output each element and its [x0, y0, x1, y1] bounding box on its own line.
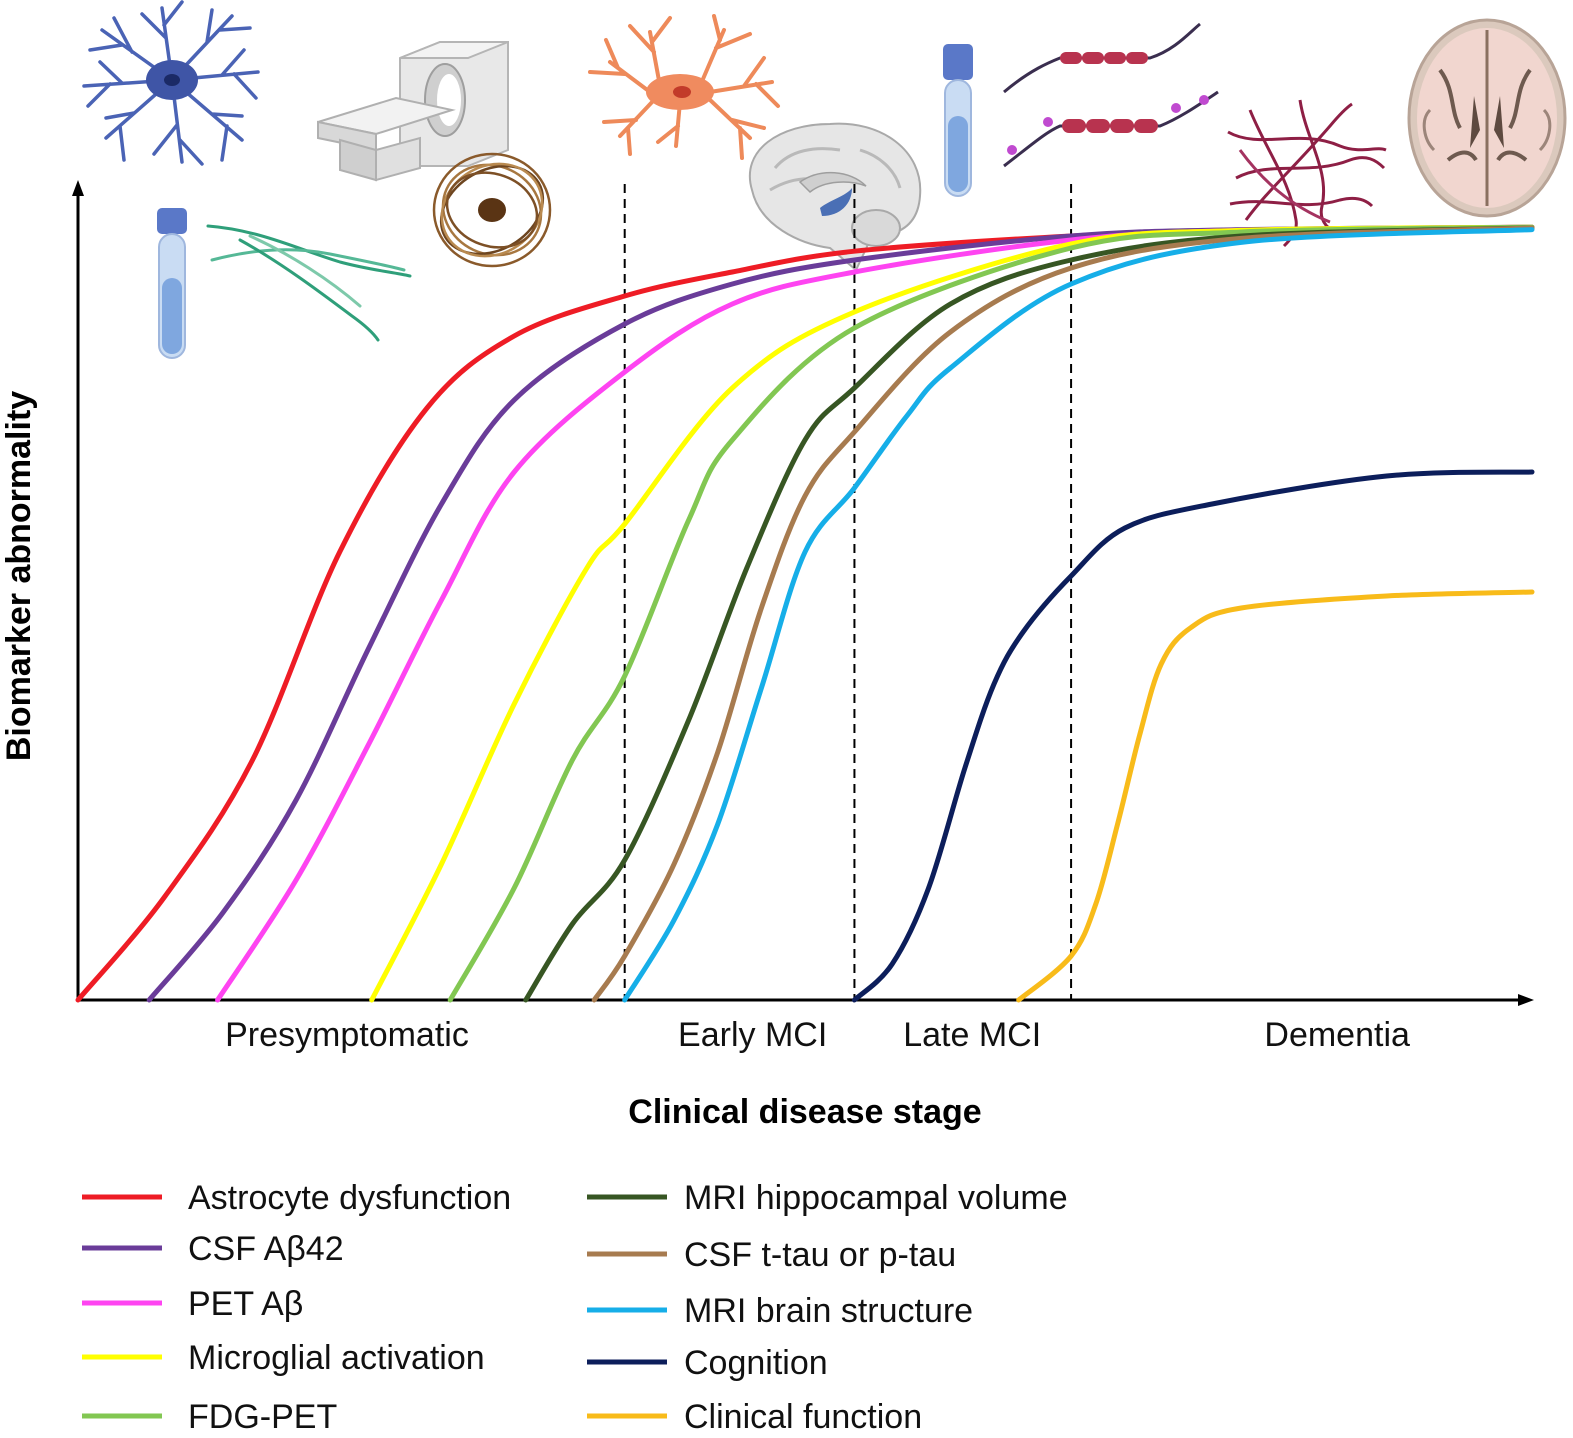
legend-label-cognition: Cognition [684, 1344, 828, 1382]
brain-icon [749, 122, 922, 272]
fibril-icon [206, 224, 412, 342]
series-line-fdg-pet [447, 224, 1535, 1003]
pet-scanner-icon [317, 41, 509, 182]
legend-label-csf-a-42: CSF Aβ42 [188, 1230, 344, 1268]
legend-label-microglial-activation: Microglial activation [188, 1339, 485, 1377]
series-line-csf-a-42 [146, 224, 1535, 1003]
axes [72, 180, 1534, 1006]
stage-dividers [623, 184, 1073, 1000]
series-line-clinical-function [1016, 589, 1535, 1003]
legend-label-astrocyte-dysfunction: Astrocyte dysfunction [188, 1179, 511, 1217]
legend-label-mri-hippocampal-volume: MRI hippocampal volume [684, 1179, 1068, 1217]
series-line-cognition [851, 469, 1535, 1003]
x-axis-title: Clinical disease stage [628, 1093, 981, 1131]
legend-label-fdg-pet: FDG-PET [188, 1398, 337, 1436]
y-axis-title: Biomarker abnormality [0, 391, 38, 761]
series-line-csf-t-tau-or-p-tau [591, 225, 1535, 1003]
stage-label-late-mci: Late MCI [903, 1016, 1041, 1054]
stage-label-early-mci: Early MCI [678, 1016, 827, 1054]
series-line-mri-hippocampal-volume [523, 225, 1535, 1003]
astrocyte-icon [82, 0, 260, 166]
tau-protein-icon [1003, 22, 1219, 168]
stage-label-presymptomatic: Presymptomatic [225, 1016, 469, 1054]
legend-label-pet-a: PET Aβ [188, 1285, 303, 1323]
series-line-pet-a [215, 224, 1535, 1003]
legend-label-mri-brain-structure: MRI brain structure [684, 1292, 973, 1330]
tau-aggregate-icon [1227, 99, 1387, 248]
stage-label-dementia: Dementia [1264, 1016, 1410, 1054]
blood-tube-icon [157, 208, 187, 359]
stage-labels: Presymptomatic Early MCI Late MCI Dementia [225, 1016, 1410, 1054]
x-axis-arrow [1518, 994, 1534, 1006]
y-axis-arrow [72, 180, 84, 196]
blood-tube-icon [943, 44, 973, 197]
neuron-icon [588, 14, 780, 160]
brain-mri-icon [1407, 18, 1567, 218]
legend-label-clinical-function: Clinical function [684, 1398, 922, 1436]
neurofibrillary-tangle-icon [432, 152, 552, 268]
series-line-mri-brain-structure [622, 227, 1535, 1003]
legend-label-csf-t-tau-or-p-tau: CSF t-tau or p-tau [684, 1236, 956, 1274]
illustrations [82, 0, 1567, 359]
series-line-microglial-activation [369, 224, 1535, 1003]
series-curves [75, 224, 1535, 1003]
